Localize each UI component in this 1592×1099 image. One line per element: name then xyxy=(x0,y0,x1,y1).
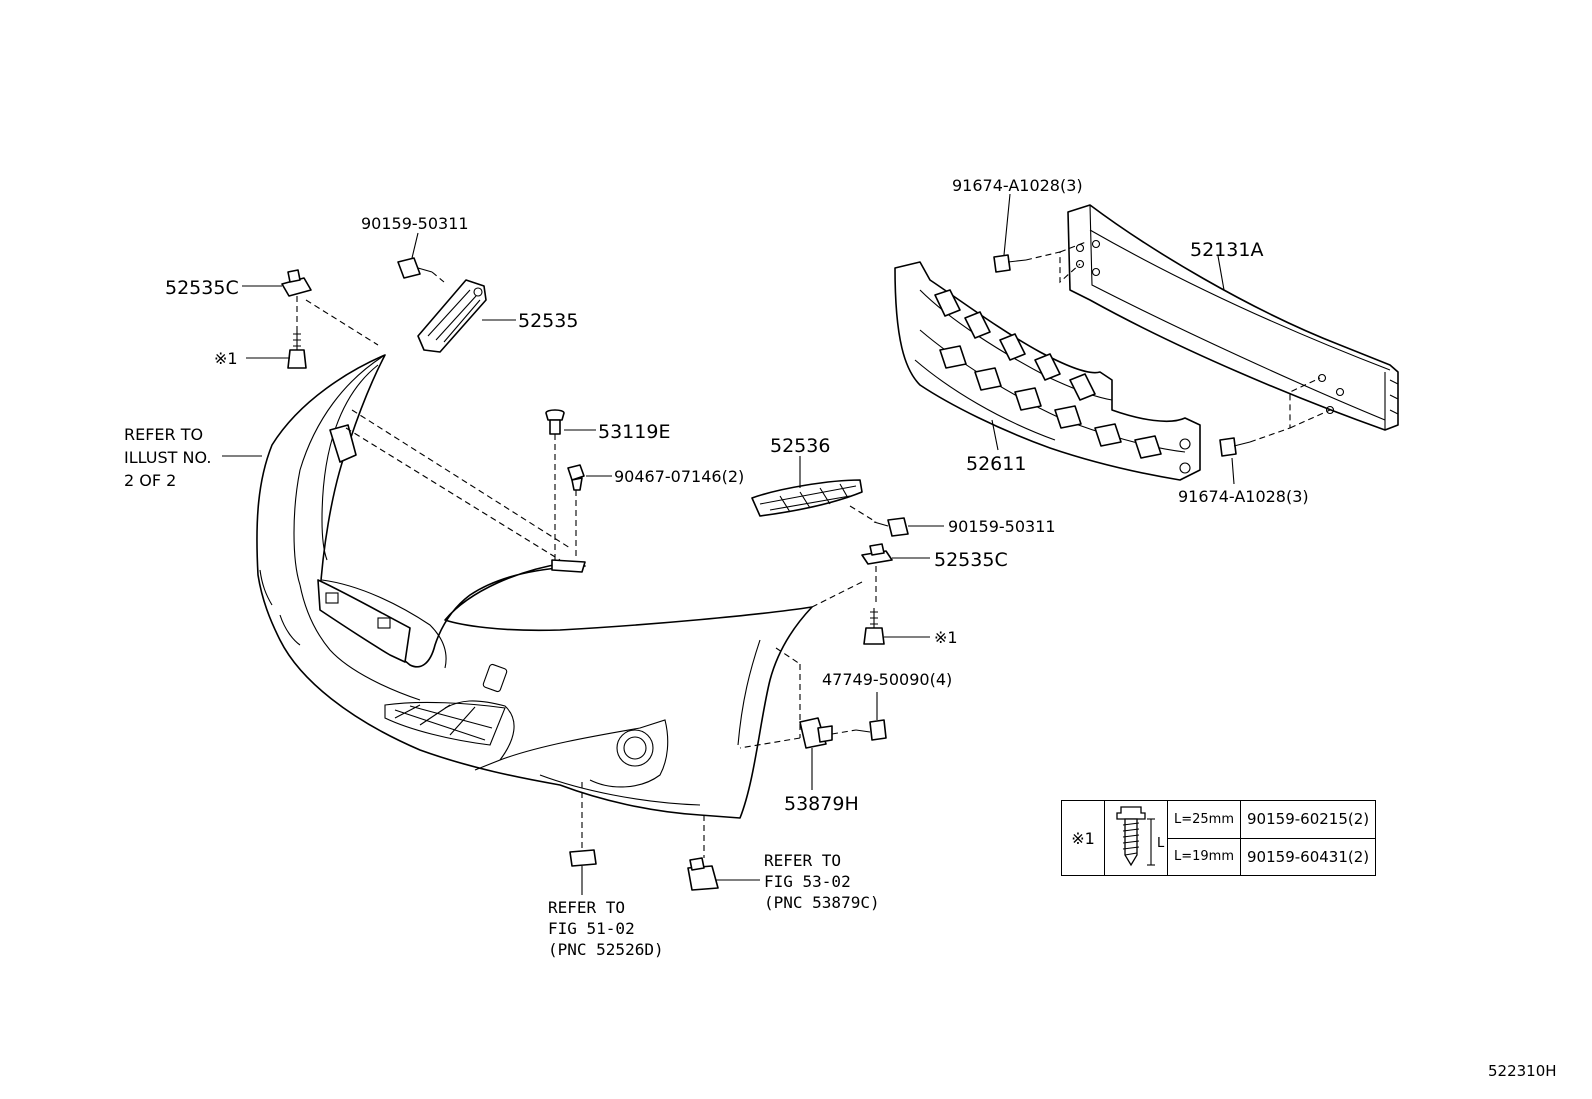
retainer-52526d xyxy=(569,849,597,867)
label-52536: 52536 xyxy=(770,435,830,457)
bolt-91674-a1028-top xyxy=(993,254,1027,273)
legend-length-1: L=25mm xyxy=(1166,800,1242,839)
retainer-53879c xyxy=(687,857,719,891)
screw-right-note1 xyxy=(863,608,885,645)
label-refer-fig51-line1: REFER TO xyxy=(548,898,625,917)
legend-part-1: 90159-60215(2) xyxy=(1240,800,1377,839)
label-refer-fig53-line3: (PNC 53879C) xyxy=(764,893,880,912)
screw-length-legend: ※1 L L=25mm 90159-60215(2) L=19mm 90159-… xyxy=(1061,800,1377,876)
bolt-90159-50311-left xyxy=(397,257,433,279)
label-91674-a1028-top: 91674-A1028(3) xyxy=(952,176,1083,195)
bolt-91674-a1028-bottom xyxy=(1219,437,1251,457)
legend-symbol: ※1 xyxy=(1061,800,1105,876)
label-refer-fig53-line2: FIG 53-02 xyxy=(764,872,851,891)
label-47749-50090: 47749-50090(4) xyxy=(822,670,952,689)
bracket-52535 xyxy=(417,279,487,353)
label-refer-fig51-line2: FIG 51-02 xyxy=(548,919,635,938)
label-90159-50311-right: 90159-50311 xyxy=(948,517,1056,536)
legend-length-2: L=19mm xyxy=(1166,837,1242,876)
legend-row: ※1 L L=25mm 90159-60215(2) xyxy=(1061,800,1377,876)
label-refer-illust-line2: ILLUST NO. xyxy=(124,448,211,467)
bracket-53879h xyxy=(799,717,833,749)
label-90467-07146: 90467-07146(2) xyxy=(614,467,744,486)
label-52535c-right: 52535C xyxy=(934,549,1008,571)
legend-row: L=19mm 90159-60431(2) xyxy=(1062,837,1377,876)
part-labels: 52535C 90159-50311 52535 ※1 REFER TO ILL… xyxy=(124,176,1309,959)
screw-icon: L xyxy=(1116,806,1165,867)
clip-53119e xyxy=(545,409,565,435)
screw-left-note1 xyxy=(287,330,307,369)
retainer-52535c-right xyxy=(861,543,893,565)
label-90159-50311-left: 90159-50311 xyxy=(361,214,469,233)
label-52535: 52535 xyxy=(518,310,578,332)
label-91674-a1028-bottom: 91674-A1028(3) xyxy=(1178,487,1309,506)
label-refer-fig53-line1: REFER TO xyxy=(764,851,841,870)
bolt-90159-50311-right xyxy=(873,517,909,537)
bumper-reinforcement-52131a xyxy=(1067,204,1399,431)
energy-absorber-52611 xyxy=(894,261,1201,481)
figure-code: 522310H xyxy=(1488,1062,1557,1080)
clip-47749-50090 xyxy=(855,719,887,741)
legend-screw-illustration: L xyxy=(1104,800,1168,876)
assembly-lines xyxy=(296,241,1331,858)
label-note1-left: ※1 xyxy=(214,349,238,368)
label-refer-illust-line3: 2 OF 2 xyxy=(124,471,176,490)
label-52131a: 52131A xyxy=(1190,239,1263,261)
label-53879h: 53879H xyxy=(784,793,859,815)
label-refer-fig51-line3: (PNC 52526D) xyxy=(548,940,664,959)
label-52611: 52611 xyxy=(966,453,1026,475)
leader-lines xyxy=(222,193,1235,895)
front-bumper-cover xyxy=(256,354,813,819)
legend-dimension-label: L xyxy=(1157,836,1165,851)
label-53119e: 53119E xyxy=(598,421,670,443)
label-refer-illust-line1: REFER TO xyxy=(124,425,203,444)
label-52535c-left: 52535C xyxy=(165,277,239,299)
retainer-52535c-left xyxy=(281,269,312,297)
label-note1-right: ※1 xyxy=(934,628,958,647)
legend-part-2: 90159-60431(2) xyxy=(1240,837,1377,876)
clip-90467-07146 xyxy=(567,464,585,491)
bracket-52536 xyxy=(751,479,863,517)
